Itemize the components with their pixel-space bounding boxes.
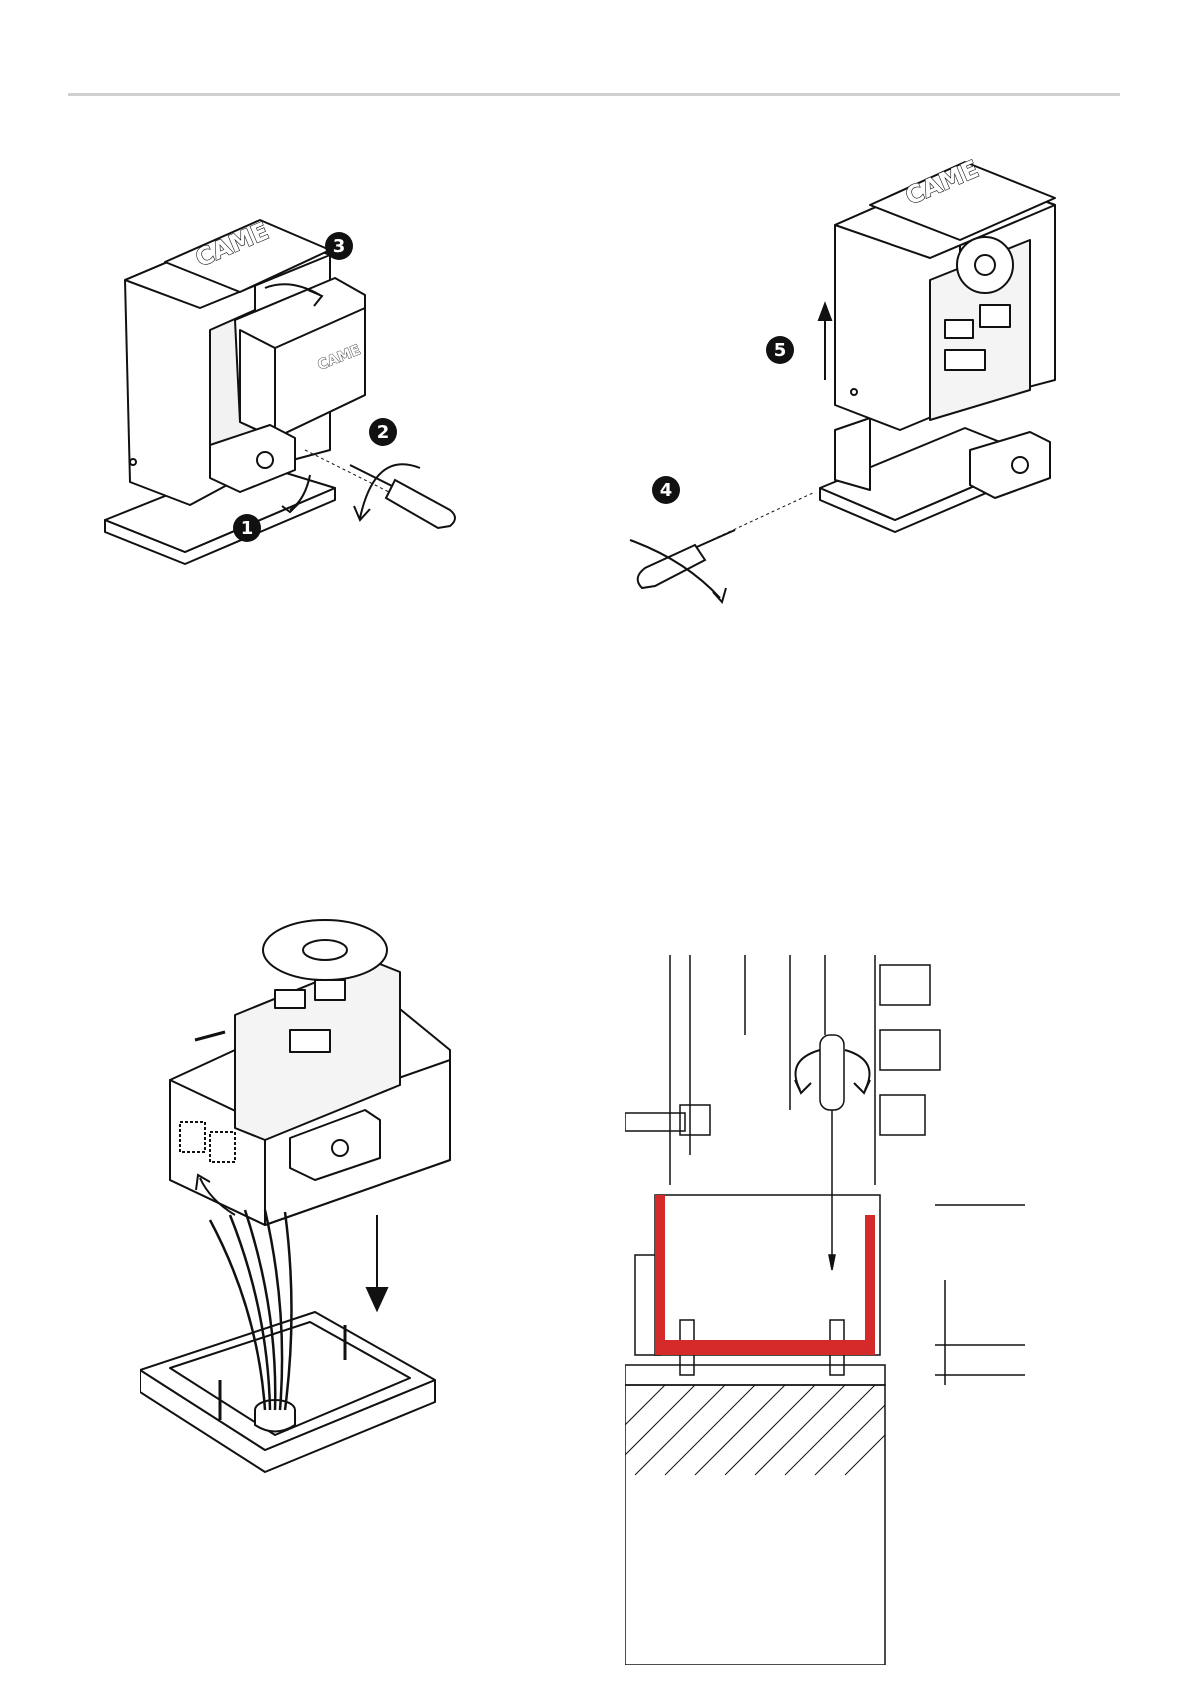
figure-cable-routing-drawing — [140, 910, 500, 1630]
header-rule — [68, 93, 1120, 96]
figure-height-adjustment — [625, 955, 1045, 1665]
step-badge-5: 5 — [774, 340, 787, 361]
concrete-hatch — [625, 1385, 885, 1475]
step-badge-1: 1 — [241, 518, 254, 539]
step-badge-4: 4 — [660, 480, 673, 501]
step-badge-3: 3 — [333, 236, 346, 257]
figure-height-adjustment-drawing — [625, 955, 1045, 1665]
figure-lift-housing-drawing: CAME 4 5 — [610, 140, 1090, 640]
screwdriver-icon — [820, 1035, 844, 1270]
screwdriver-icon — [638, 492, 815, 588]
figure-remove-cover: CAME CAME 1 2 — [90, 200, 510, 600]
step-badge-icon: 4 5 — [652, 336, 794, 504]
figure-remove-cover-drawing: CAME CAME 1 2 — [90, 200, 510, 600]
down-arrow-icon — [367, 1215, 387, 1310]
highlight-seal — [655, 1195, 875, 1355]
up-arrow-icon — [819, 304, 831, 380]
figure-cable-routing — [140, 910, 500, 1630]
step-badge-2: 2 — [377, 422, 390, 443]
figure-lift-housing: CAME 4 5 — [610, 140, 1090, 640]
